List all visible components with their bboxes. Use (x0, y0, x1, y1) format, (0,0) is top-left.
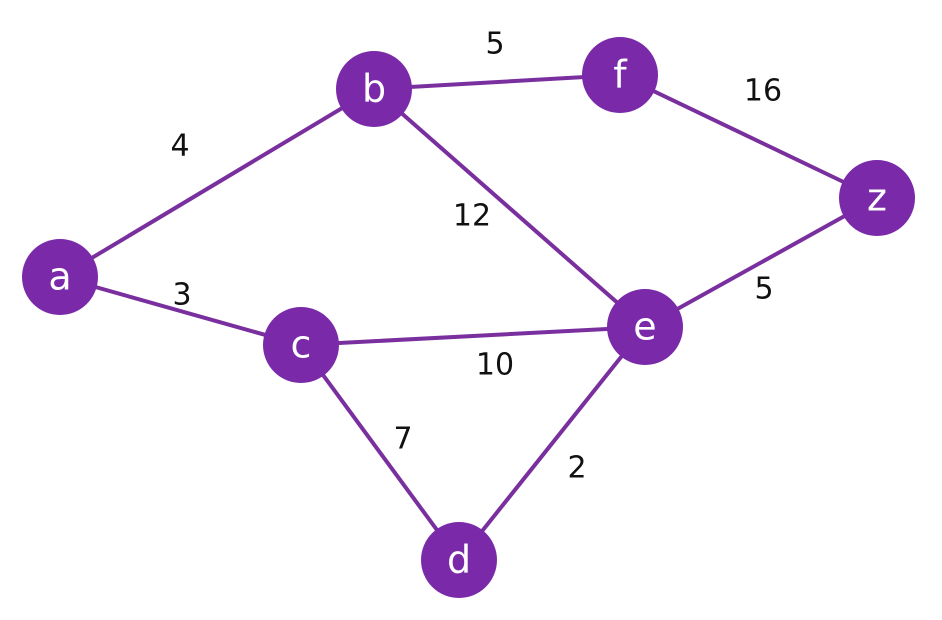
edge-weight-d-e: 2 (567, 451, 586, 486)
edge-weight-c-e: 10 (476, 348, 514, 383)
edge-weight-b-f: 5 (485, 27, 504, 62)
node-a: a (22, 239, 98, 315)
edge-weight-f-z: 16 (744, 74, 782, 109)
node-circle-z (839, 160, 915, 236)
node-circle-f (582, 37, 658, 113)
node-label-z: z (867, 176, 887, 220)
edge-weight-c-d: 7 (393, 422, 412, 457)
edge-b-f (372, 73, 622, 91)
edge-b-e (372, 87, 647, 329)
node-label-a: a (48, 255, 71, 299)
node-b: b (336, 51, 412, 127)
edge-weight-a-c: 3 (172, 278, 191, 313)
edges-layer (58, 73, 879, 562)
edge-c-e (299, 325, 647, 347)
edge-e-z (643, 196, 879, 329)
node-circle-c (263, 307, 339, 383)
node-circle-a (22, 239, 98, 315)
edge-weight-e-z: 5 (754, 272, 773, 307)
node-circle-d (421, 522, 497, 598)
node-label-c: c (291, 323, 312, 367)
node-label-d: d (447, 538, 471, 582)
node-d: d (421, 522, 497, 598)
node-f: f (582, 37, 658, 113)
edge-f-z (618, 73, 879, 200)
node-circle-b (336, 51, 412, 127)
node-circle-e (607, 289, 683, 365)
node-label-b: b (362, 67, 386, 111)
node-c: c (263, 307, 339, 383)
edge-a-c (58, 275, 303, 347)
node-label-f: f (613, 53, 628, 97)
weights-layer: 4 3 5 12 16 10 7 2 5 (170, 27, 782, 486)
edge-c-d (299, 343, 461, 562)
node-z: z (839, 160, 915, 236)
edge-weight-a-b: 4 (170, 129, 189, 164)
node-e: e (607, 289, 683, 365)
edge-weight-b-e: 12 (453, 199, 491, 234)
node-label-e: e (633, 305, 656, 349)
edge-d-e (457, 325, 647, 562)
nodes-layer: a b c d e f z (22, 37, 915, 598)
edge-a-b (58, 87, 376, 279)
